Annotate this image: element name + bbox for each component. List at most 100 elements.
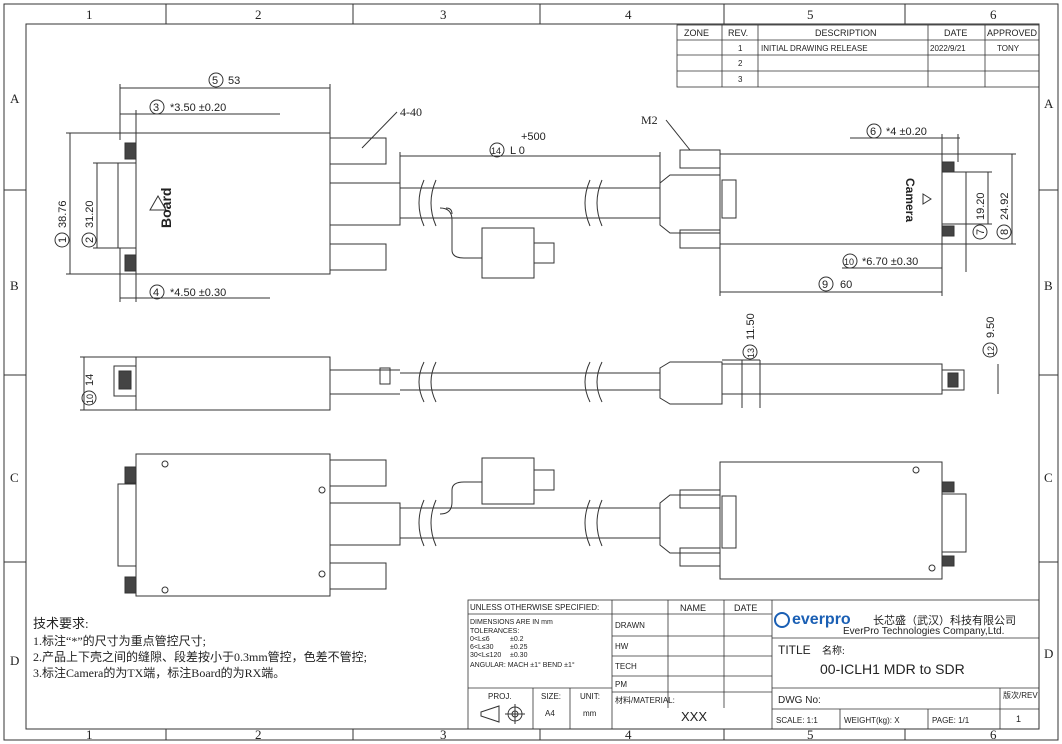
- tb-role: DRAWN: [615, 621, 645, 630]
- rev-row-rev: 3: [738, 75, 743, 84]
- tb-role: HW: [615, 642, 629, 651]
- col-label: 4: [625, 7, 632, 22]
- tb-size-value: A4: [545, 709, 555, 718]
- dim-balloon: 12: [986, 346, 996, 356]
- tb-weight: WEIGHT(kg): X: [844, 716, 900, 725]
- camera-connector-body: [719, 153, 943, 245]
- col-label: 3: [440, 727, 447, 742]
- dim-balloon: 1: [57, 237, 69, 243]
- tb-dwg-label: DWG No:: [778, 695, 821, 706]
- tb-tol-value: ±0.30: [510, 652, 528, 659]
- m2-label: M2: [641, 113, 658, 127]
- dim-balloon: 4: [153, 287, 159, 299]
- tb-title-label: TITLE: [778, 643, 811, 657]
- col-label: 4: [625, 727, 632, 742]
- dim-balloon: 3: [153, 102, 159, 114]
- dim-value: 14: [84, 374, 96, 386]
- tb-rev-value: 1: [1016, 714, 1021, 724]
- rev-header-rev: REV.: [728, 28, 748, 38]
- tb-tol-range: 6<L≤30: [470, 644, 494, 651]
- dim-balloon: 14: [491, 146, 501, 156]
- dim-value: *6.70 ±0.30: [862, 256, 918, 268]
- revision-table: [676, 24, 1040, 88]
- outer-frame: [3, 3, 1059, 741]
- projection-symbol-icon: [480, 704, 525, 724]
- rev-row-date: 2022/9/21: [930, 44, 966, 53]
- col-label: 2: [255, 727, 262, 742]
- note-item: 3.标注Camera的为TX端，标注Board的为RX端。: [33, 665, 285, 680]
- dim-balloon: 5: [212, 75, 218, 87]
- dim-value: 11.50: [745, 313, 757, 340]
- dim-balloon: 10: [844, 257, 854, 267]
- col-label: 5: [807, 7, 814, 22]
- note-item: 1.标注“*”的尺寸为重点管控尺寸;: [33, 633, 206, 648]
- tb-unit-label: UNIT:: [580, 692, 600, 701]
- tb-tol-range: 30<L≤120: [470, 652, 501, 659]
- row-label: B: [10, 278, 19, 293]
- tb-name-header: NAME: [680, 603, 706, 613]
- tb-company-en: EverPro Technologies Company,Ltd.: [843, 626, 1004, 637]
- tb-company-cn: 长芯盛（武汉）科技有限公司: [873, 613, 1016, 627]
- side-view: [80, 356, 999, 411]
- bottom-view: [117, 453, 967, 597]
- col-label: 6: [990, 727, 997, 742]
- dim-tolerance: +500: [521, 131, 546, 143]
- rev-header-zone: ZONE: [684, 28, 709, 38]
- dim-balloon: 10: [85, 394, 95, 404]
- col-label: 1: [86, 727, 93, 742]
- row-label: C: [10, 470, 19, 485]
- camera-label: Camera: [903, 178, 917, 222]
- dim-balloon: 13: [746, 348, 756, 358]
- title-block: [467, 599, 1040, 730]
- tb-role: TECH: [615, 662, 637, 671]
- rev-row-rev: 1: [738, 44, 743, 53]
- tb-tol-value: ±0.2: [510, 636, 524, 643]
- dim-value: 53: [228, 75, 240, 87]
- row-label: A: [10, 91, 20, 106]
- dim-value: 38.76: [57, 200, 69, 228]
- dim-balloon: 8: [999, 229, 1011, 235]
- tb-rev-label: 版次/REV: [1003, 690, 1038, 700]
- everpro-logo-icon: [774, 612, 790, 628]
- tb-angular: ANGULAR: MACH ±1° BEND ±1°: [470, 661, 575, 669]
- col-label: 5: [807, 727, 814, 742]
- tb-proj: PROJ.: [488, 692, 512, 701]
- dim-balloon: 2: [84, 237, 96, 243]
- dim-value: 19.20: [975, 192, 987, 220]
- dim-balloon: 9: [822, 279, 828, 291]
- board-label: Board: [158, 188, 174, 228]
- row-label: D: [1044, 646, 1053, 661]
- board-direction-arrow: [149, 194, 167, 211]
- tb-unit-value: mm: [583, 709, 597, 718]
- note-item: 2.产品上下壳之间的缝隙、段差按小于0.3mm管控，色差不管控;: [33, 649, 367, 664]
- tb-unless: UNLESS OTHERWISE SPECIFIED:: [470, 603, 599, 612]
- tb-tol-range: 0<L≤6: [470, 636, 490, 643]
- dim-value: L 0: [510, 145, 525, 157]
- tb-role: PM: [615, 680, 627, 689]
- tb-dims-in: DIMENSIONS ARE IN mm: [470, 619, 553, 626]
- row-label: B: [1044, 278, 1053, 293]
- rev-row-approved: TONY: [997, 44, 1020, 53]
- row-label: C: [1044, 470, 1053, 485]
- dim-value: *4.50 ±0.30: [170, 287, 226, 299]
- tb-scale: SCALE: 1:1: [776, 716, 818, 725]
- col-label: 2: [255, 7, 262, 22]
- tb-size-label: SIZE:: [541, 692, 561, 701]
- col-label: 1: [86, 7, 93, 22]
- dim-balloon: 7: [975, 229, 987, 235]
- screw-label: 4-40: [400, 105, 422, 119]
- dim-value: *4 ±0.20: [886, 126, 927, 138]
- row-label: D: [10, 653, 19, 668]
- dim-value: *3.50 ±0.20: [170, 102, 226, 114]
- tb-title-value: 00-ICLH1 MDR to SDR: [820, 661, 965, 677]
- board-connector-body: [135, 132, 331, 275]
- rev-header-approved: APPROVED: [987, 28, 1038, 38]
- tb-tol-value: ±0.25: [510, 644, 528, 651]
- notes-title: 技术要求:: [33, 616, 89, 631]
- col-label: 3: [440, 7, 447, 22]
- dim-value: 9.50: [985, 317, 997, 338]
- rev-header-date: DATE: [944, 28, 967, 38]
- tb-title-cn: 名称:: [822, 644, 845, 657]
- rev-header-description: DESCRIPTION: [815, 28, 877, 38]
